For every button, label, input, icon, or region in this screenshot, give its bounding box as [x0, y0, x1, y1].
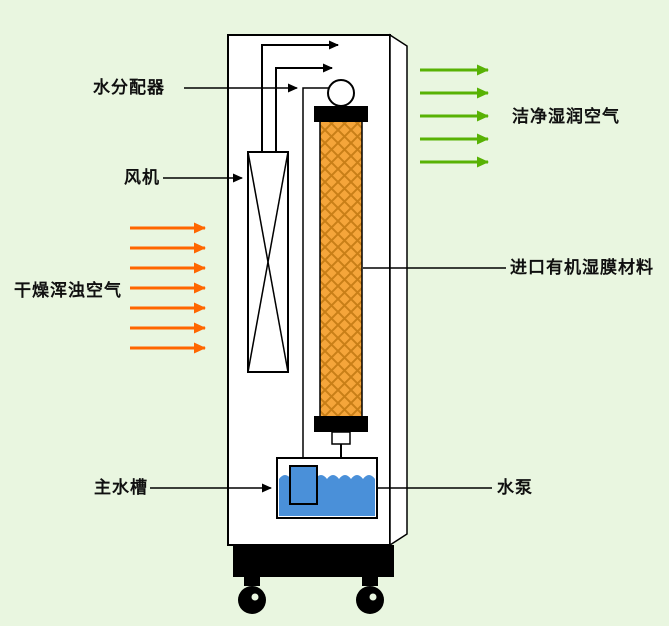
cabinet-side-panel — [389, 33, 408, 547]
machine-base — [233, 545, 394, 577]
clean-air-arrows — [420, 64, 489, 168]
membrane-top-cap — [314, 106, 368, 122]
label-water-distributor: 水分配器 — [93, 78, 165, 97]
dry-air-arrows — [130, 222, 206, 354]
label-fan: 风机 — [124, 168, 160, 187]
fan — [247, 151, 289, 373]
water-distributor-head — [327, 79, 355, 107]
wet-membrane — [319, 119, 363, 421]
water-riser-pipe — [302, 87, 331, 466]
label-dry-air: 干燥浑浊空气 — [14, 281, 122, 300]
caster-wheel — [356, 586, 384, 614]
wet-membrane-column — [314, 79, 368, 478]
duct-arrow — [261, 40, 339, 152]
label-membrane-material: 进口有机湿膜材料 — [510, 258, 654, 277]
caster-hub — [369, 593, 377, 601]
duct-arrow — [275, 63, 333, 152]
label-clean-air: 洁净湿润空气 — [512, 107, 620, 126]
air-outlet-duct — [261, 40, 339, 152]
membrane-bottom-cap — [314, 416, 368, 432]
caster-hub — [251, 593, 259, 601]
caster-fork — [362, 577, 378, 586]
water-pump — [289, 465, 318, 505]
membrane-bottom-neck — [331, 431, 351, 445]
caster-right — [356, 577, 384, 614]
label-water-pump: 水泵 — [497, 478, 533, 497]
caster-left — [238, 577, 266, 614]
caster-wheel — [238, 586, 266, 614]
caster-fork — [244, 577, 260, 586]
leader-lines — [150, 83, 506, 493]
water-tank — [276, 457, 378, 519]
label-water-tank: 主水槽 — [94, 478, 148, 497]
fan-blade-cross — [247, 151, 289, 373]
